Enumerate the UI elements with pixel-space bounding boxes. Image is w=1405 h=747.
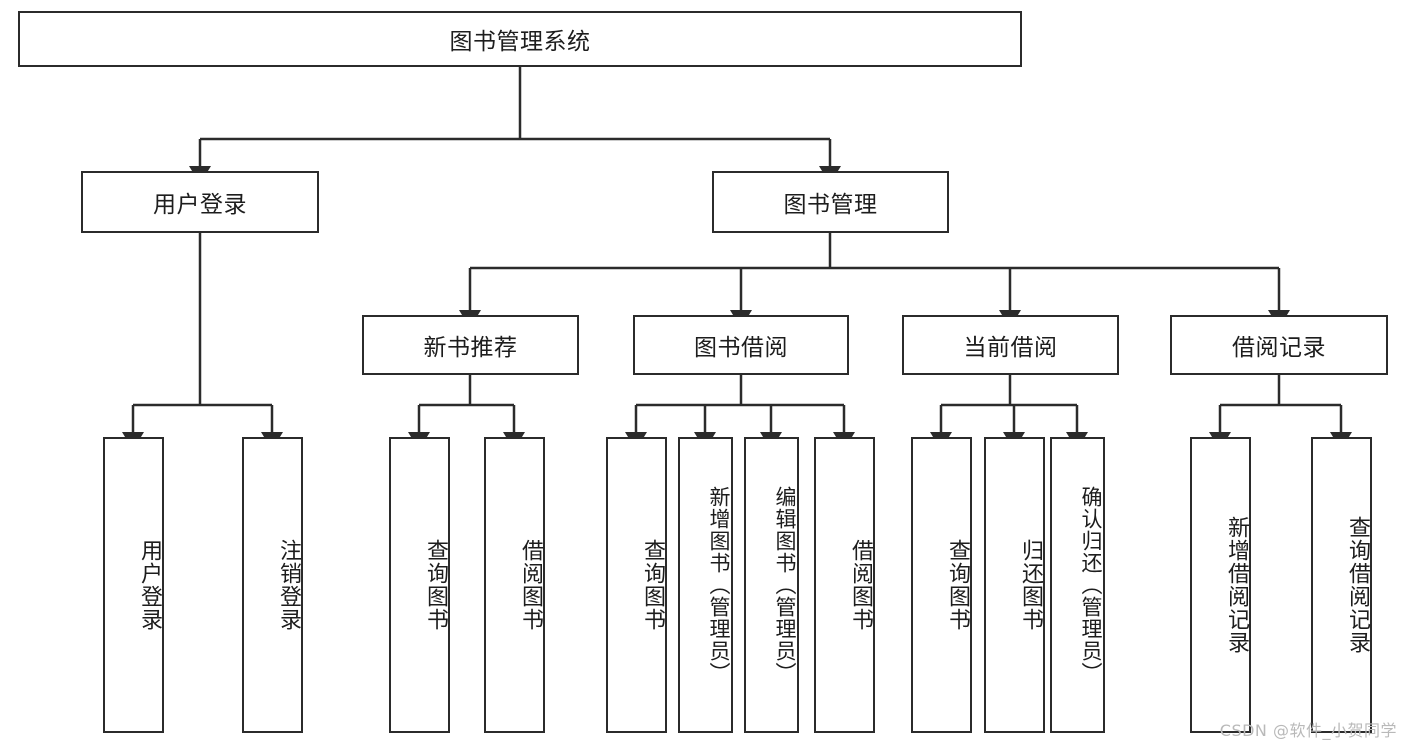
node-leaf-add-record-label: 新增借阅记录	[1224, 516, 1249, 654]
node-leaf-confirm-return[interactable]: 确认归还（管理员）	[1050, 437, 1105, 733]
node-current-borrow[interactable]: 当前借阅	[902, 315, 1119, 375]
node-leaf-query-book-3-label: 查询图书	[945, 539, 970, 631]
node-book-manage[interactable]: 图书管理	[712, 171, 949, 233]
node-leaf-return-book[interactable]: 归还图书	[984, 437, 1045, 733]
node-leaf-query-book-1-label: 查询图书	[423, 539, 448, 631]
node-current-borrow-label: 当前借阅	[963, 335, 1058, 361]
node-leaf-query-book-3[interactable]: 查询图书	[911, 437, 972, 733]
node-leaf-query-book-1[interactable]: 查询图书	[389, 437, 450, 733]
node-leaf-add-record[interactable]: 新增借阅记录	[1190, 437, 1251, 733]
node-leaf-borrow-book-1[interactable]: 借阅图书	[484, 437, 545, 733]
node-leaf-logout-login-label: 注销登录	[276, 539, 301, 631]
node-leaf-query-book-2-label: 查询图书	[640, 539, 665, 631]
node-leaf-query-record-label: 查询借阅记录	[1345, 516, 1370, 654]
node-leaf-edit-book[interactable]: 编辑图书（管理员）	[744, 437, 799, 733]
node-book-manage-label: 图书管理	[783, 192, 878, 218]
node-book-borrow[interactable]: 图书借阅	[633, 315, 849, 375]
node-leaf-borrow-book-2-label: 借阅图书	[848, 539, 873, 631]
node-new-book-rec-label: 新书推荐	[423, 335, 518, 361]
node-new-book-rec[interactable]: 新书推荐	[362, 315, 579, 375]
node-leaf-confirm-return-label: 确认归还（管理员）	[1079, 486, 1103, 684]
node-leaf-user-login[interactable]: 用户登录	[103, 437, 164, 733]
node-borrow-record[interactable]: 借阅记录	[1170, 315, 1388, 375]
node-leaf-user-login-label: 用户登录	[137, 539, 162, 631]
node-leaf-add-book[interactable]: 新增图书（管理员）	[678, 437, 733, 733]
node-user-login[interactable]: 用户登录	[81, 171, 319, 233]
node-leaf-add-book-label: 新增图书（管理员）	[707, 486, 731, 684]
watermark-text: CSDN @软件_小贺同学	[1219, 721, 1397, 740]
node-leaf-edit-book-label: 编辑图书（管理员）	[773, 486, 797, 684]
node-book-borrow-label: 图书借阅	[694, 335, 788, 361]
node-root-label: 图书管理系统	[449, 29, 591, 55]
node-leaf-query-record[interactable]: 查询借阅记录	[1311, 437, 1372, 733]
node-leaf-return-book-label: 归还图书	[1018, 539, 1043, 631]
node-borrow-record-label: 借阅记录	[1232, 335, 1326, 361]
node-leaf-borrow-book-2[interactable]: 借阅图书	[814, 437, 875, 733]
node-leaf-query-book-2[interactable]: 查询图书	[606, 437, 667, 733]
node-leaf-logout-login[interactable]: 注销登录	[242, 437, 303, 733]
node-root[interactable]: 图书管理系统	[18, 11, 1022, 67]
node-leaf-borrow-book-1-label: 借阅图书	[518, 539, 543, 631]
node-user-login-label: 用户登录	[153, 192, 247, 218]
